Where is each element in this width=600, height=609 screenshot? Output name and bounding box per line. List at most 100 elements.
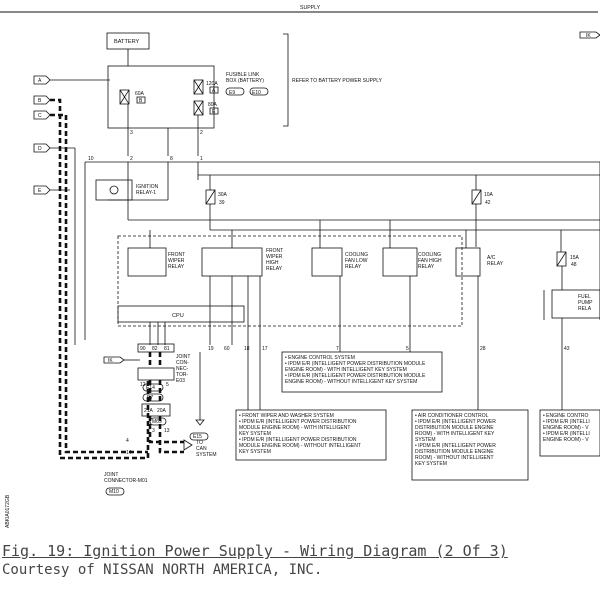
joint-pin-14: 14 (126, 450, 132, 456)
relay-fan-high-3: RELAY (418, 264, 435, 270)
connector-c: C (38, 113, 42, 119)
joint-e03-4: TOR- (176, 372, 188, 378)
fusible-link-title-2: BOX (BATTERY) (226, 78, 264, 84)
joint-m01-1: JOINT (104, 472, 118, 478)
note-engine-box: • ENGINE CONTROL SYSTEM • IPDM E/R (INTE… (285, 355, 426, 385)
note-wiper-line: • IPDM E/R (INTELLIGENT POWER DISTRIBUTI… (239, 437, 357, 443)
relay-ac-2: RELAY (487, 261, 504, 267)
relay-wiper-high-3: HIGH (266, 260, 279, 266)
note-engine-line: ENGINE ROOM) - WITH INTELLIGENT KEY SYST… (285, 367, 407, 373)
note-ac-box: • AIR CONDITIONER CONTROL • IPDM E/R (IN… (415, 413, 496, 467)
fuse-30a: 30A (218, 192, 228, 198)
pin-28: 28 (480, 346, 486, 352)
joint-e03-3: NEC- (176, 366, 189, 372)
joint-pin-3: 3 (152, 428, 155, 434)
pin-5: 5 (406, 346, 409, 352)
figure-credit: Courtesy of NISSAN NORTH AMERICA, INC. (2, 562, 323, 578)
joint-pin-20a: 20A (157, 408, 167, 414)
relay-front-wiper-2: WIPER (168, 258, 185, 264)
fusible-link-title-1: FUSIBLE LINK (226, 72, 260, 78)
code-e15: E15 (193, 434, 202, 440)
note-engine-line: • IPDM E/R (INTELLIGENT POWER DISTRIBUTI… (285, 373, 426, 379)
connector-e: E (38, 188, 42, 194)
pin-60: 60 (224, 346, 230, 352)
pin-19: 19 (208, 346, 214, 352)
figure-caption: Fig. 19: Ignition Power Supply - Wiring … (2, 541, 598, 579)
note-wiper-line: KEY SYSTEM (239, 449, 271, 455)
relay-front-wiper-1: FRONT (168, 252, 185, 258)
pin-18: 18 (244, 346, 250, 352)
joint-e03-5: E03 (176, 378, 185, 384)
note-wiper-line: MODULE ENGINE ROOM) - WITHOUT INTELLIGEN… (239, 443, 361, 449)
joint-pin-21a: 21A (144, 408, 154, 414)
relay-wiper-high-2: WIPER (266, 254, 283, 260)
ik-label: IK (108, 358, 113, 364)
relay-fuel-2: PUMP (578, 300, 593, 306)
wire-1: 1 (200, 156, 203, 162)
note-ac-line: ROOM) - WITH INTELLIGENT KEY (415, 431, 495, 437)
pin-81: 81 (164, 346, 170, 352)
note-ac-line: • IPDM E/R (INTELLIGENT POWER (415, 419, 496, 425)
note-engine-right-line: • IPDM E/R (INTELLI (543, 419, 590, 425)
note-ac-line: • AIR CONDITIONER CONTROL (415, 413, 489, 419)
relay-fuel-1: FUEL (578, 294, 591, 300)
code-e7: E7 (147, 395, 153, 401)
note-wiper-line: • FRONT WIPER AND WASHER SYSTEM (239, 413, 334, 419)
note-engine-right-box: • ENGINE CONTRO • IPDM E/R (INTELLI ENGI… (543, 413, 590, 443)
code-m10: M10 (109, 489, 119, 495)
pin-17: 17 (262, 346, 268, 352)
pin-90: 90 (140, 346, 146, 352)
note-wiper-line: • IPDM E/R (INTELLIGENT POWER DISTRIBUTI… (239, 419, 357, 425)
fuse-42: 42 (485, 200, 491, 206)
note-engine-line: • ENGINE CONTROL SYSTEM (285, 355, 355, 361)
relay-fan-low-3: RELAY (345, 264, 362, 270)
ignition-relay-1: IGNITION (136, 184, 159, 190)
pin-82: 82 (152, 346, 158, 352)
cpu-label: CPU (172, 313, 184, 319)
relay-fan-low-2: FAN LOW (345, 258, 368, 264)
battery-label: BATTERY (114, 39, 140, 45)
ignition-relay-2: RELAY-1 (136, 190, 156, 196)
to-can-2: CAN (196, 446, 207, 452)
note-engine-right-line: ENGINE ROOM) - V (543, 425, 589, 431)
joint-pin-12: 12 (140, 382, 146, 388)
note-wiper-box: • FRONT WIPER AND WASHER SYSTEM • IPDM E… (239, 413, 361, 455)
note-wiper-line: MODULE ENGINE ROOM) - WITH INTELLIGENT (239, 425, 350, 431)
note-wiper-line: KEY SYSTEM (239, 431, 271, 437)
fuse-60a: 60A (135, 91, 145, 97)
fuse-15a: 15A (570, 255, 580, 261)
fuse-120a-letter: A (212, 88, 216, 94)
wire-2a: 2 (200, 130, 203, 136)
relay-ac-1: A/C (487, 255, 496, 261)
note-ac-line: DISTRIBUTION MODULE ENGINE (415, 425, 494, 431)
note-engine-right-line: • IPDM E/R (INTELLI (543, 431, 590, 437)
relay-fan-low-1: COOLING (345, 252, 368, 258)
note-engine-line: • IPDM E/R (INTELLIGENT POWER DISTRIBUTI… (285, 361, 426, 367)
wire-3: 3 (130, 130, 133, 136)
ik-top-label: IK (586, 33, 591, 39)
joint-e03-1: JOINT (176, 354, 190, 360)
relay-fuel-3: RELA (578, 306, 592, 312)
joint-pin-4: 4 (126, 438, 129, 444)
refer-note: REFER TO BATTERY POWER SUPPLY (292, 78, 383, 84)
fuse-80a: 80A (208, 102, 218, 108)
note-engine-right-line: • ENGINE CONTRO (543, 413, 588, 419)
to-can-1: TO (196, 440, 203, 446)
fuse-48: 48 (571, 262, 577, 268)
to-can-3: SYSTEM (196, 452, 217, 458)
fuse-10a: 10A (484, 192, 494, 198)
relay-front-wiper-3: RELAY (168, 264, 185, 270)
joint-pin-13: 13 (164, 428, 170, 434)
relay-wiper-high-1: FRONT (266, 248, 283, 254)
fuse-39: 39 (219, 200, 225, 206)
note-engine-right-line: ENGINE ROOM) - V (543, 437, 589, 443)
relay-fan-high-1: COOLING (418, 252, 441, 258)
relay-fan-high-2: FAN HIGH (418, 258, 442, 264)
top-note: SUPPLY (300, 5, 321, 11)
note-ac-line: KEY SYSTEM (415, 461, 447, 467)
joint-pin-5: 5 (166, 382, 169, 388)
fuse-120a: 120A (206, 81, 218, 87)
wire-10: 10 (88, 156, 94, 162)
joint-e03-2: CON- (176, 360, 189, 366)
note-ac-line: ROOM) - WITHOUT INTELLIGENT (415, 455, 494, 461)
